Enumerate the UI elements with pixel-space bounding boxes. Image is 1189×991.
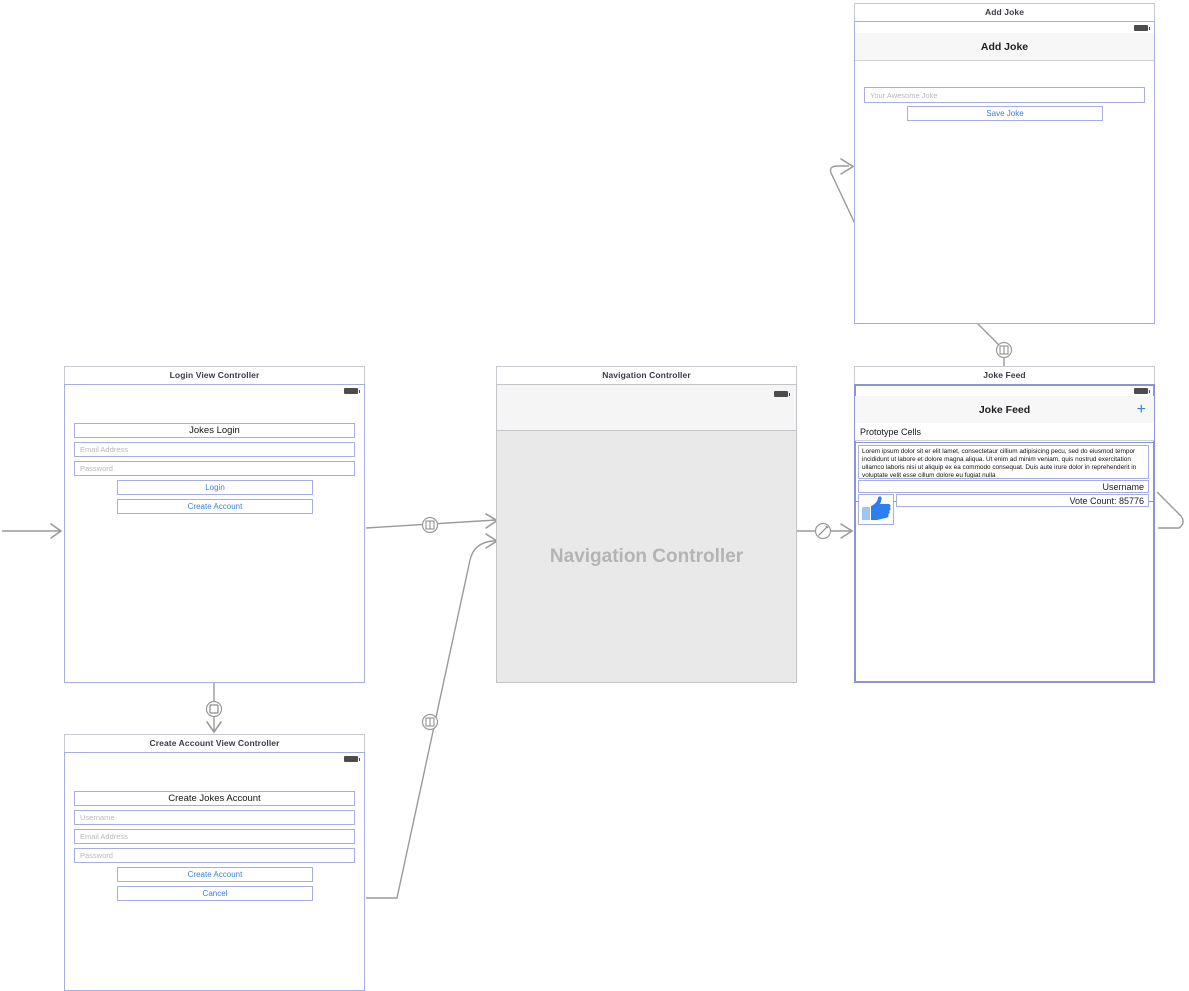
create-account-submit-label: Create Account: [187, 870, 243, 879]
entry-arrowhead: [50, 523, 63, 539]
joke-prototype-cell[interactable]: Lorem ipsum dolor sit er elit lamet, con…: [855, 442, 1154, 525]
create-account-cancel-label: Cancel: [202, 889, 228, 898]
scene-create-account[interactable]: Create Account View Controller Create Jo…: [64, 734, 365, 991]
scene-title-navigation-controller: Navigation Controller: [496, 366, 797, 384]
scene-title-joke-feed: Joke Feed: [854, 366, 1155, 384]
scene-body-add-joke[interactable]: Add Joke Your Awesome Joke Save Joke: [854, 21, 1155, 324]
create-account-cancel-button[interactable]: Cancel: [117, 886, 313, 901]
create-password-field[interactable]: Password: [74, 848, 355, 863]
prototype-cells-label: Prototype Cells: [860, 426, 922, 437]
scene-body-joke-feed[interactable]: Joke Feed + Prototype Cells Lorem ipsum …: [854, 384, 1155, 683]
segue-icon-login-to-nav: [421, 516, 439, 534]
scene-body-navigation-controller[interactable]: Navigation Controller: [496, 384, 797, 683]
login-password-placeholder: Password: [80, 464, 113, 473]
scene-navigation-controller[interactable]: Navigation Controller Navigation Control…: [496, 366, 797, 683]
login-heading: Jokes Login: [74, 423, 355, 438]
modal-arrowhead: [206, 721, 222, 734]
login-email-field[interactable]: Email Address: [74, 442, 355, 457]
scene-joke-feed[interactable]: Joke Feed Joke Feed + Prototype Cells Lo…: [854, 366, 1155, 683]
scene-add-joke[interactable]: Add Joke Add Joke Your Awesome Joke Save…: [854, 3, 1155, 324]
feed-addjoke-arrowhead: [840, 158, 855, 175]
vote-count-box: Vote Count: 85776: [896, 494, 1149, 507]
create-account-submit-button[interactable]: Create Account: [117, 867, 313, 882]
status-bar-login: [65, 385, 364, 396]
navbar-title-joke-feed: Joke Feed: [978, 403, 1031, 416]
battery-icon: [344, 756, 360, 762]
navigation-controller-placeholder-label: Navigation Controller: [549, 545, 744, 567]
username-label: Username: [1102, 481, 1144, 492]
battery-icon: [774, 391, 790, 397]
status-bar-create-account: [65, 753, 364, 764]
login-button[interactable]: Login: [117, 480, 313, 495]
navigation-controller-placeholder: Navigation Controller: [497, 431, 796, 682]
save-joke-button[interactable]: Save Joke: [907, 106, 1103, 121]
create-account-heading-label: Create Jokes Account: [168, 793, 261, 804]
joke-text-field-placeholder: Your Awesome Joke: [870, 90, 938, 100]
navbar-title-add-joke: Add Joke: [980, 40, 1029, 53]
scene-login[interactable]: Login View Controller Jokes Login Email …: [64, 366, 365, 683]
create-email-field[interactable]: Email Address: [74, 829, 355, 844]
scene-body-login[interactable]: Jokes Login Email Address Password Login…: [64, 384, 365, 683]
login-email-placeholder: Email Address: [80, 445, 128, 454]
create-username-placeholder: Username: [80, 813, 115, 822]
vote-count-label: Vote Count: 85776: [1069, 495, 1144, 506]
battery-icon: [1134, 25, 1150, 31]
battery-icon: [344, 388, 360, 394]
battery-icon: [1134, 388, 1150, 394]
scene-title-create-account: Create Account View Controller: [64, 734, 365, 752]
status-bar-joke-feed: [855, 385, 1154, 396]
scene-title-add-joke: Add Joke: [854, 3, 1155, 21]
status-bar-add-joke: [855, 22, 1154, 33]
save-joke-button-label: Save Joke: [986, 109, 1024, 118]
login-button-label: Login: [205, 483, 225, 492]
create-email-placeholder: Email Address: [80, 832, 128, 841]
scene-title-login: Login View Controller: [64, 366, 365, 384]
scene-body-create-account[interactable]: Create Jokes Account Username Email Addr…: [64, 752, 365, 991]
create-account-to-nav-wire: [366, 540, 496, 899]
prototype-cells-header: Prototype Cells: [855, 423, 1154, 441]
thumbs-up-icon[interactable]: [858, 494, 894, 525]
navigation-controller-topbar: [497, 385, 796, 431]
login-to-nav-wire: [365, 519, 497, 529]
feed-to-addjoke-wire-right: [1156, 491, 1184, 529]
navbar-add-joke: Add Joke: [855, 33, 1154, 61]
username-label-box: Username: [858, 480, 1149, 493]
segue-icon-login-to-create: [205, 700, 223, 718]
login-create-account-label: Create Account: [187, 502, 243, 511]
login-heading-label: Jokes Login: [189, 425, 240, 436]
create-account-heading: Create Jokes Account: [74, 791, 355, 806]
joke-text-field[interactable]: Your Awesome Joke: [864, 87, 1145, 103]
add-joke-bar-button-icon[interactable]: +: [1136, 400, 1146, 418]
create-username-field[interactable]: Username: [74, 810, 355, 825]
nav-feed-arrowhead: [840, 523, 854, 539]
segue-icon-feed-to-addjoke: [995, 341, 1013, 359]
create-password-placeholder: Password: [80, 851, 113, 860]
joke-text-label: Lorem ipsum dolor sit er elit lamet, con…: [858, 445, 1149, 479]
login-password-field[interactable]: Password: [74, 461, 355, 476]
login-create-account-button[interactable]: Create Account: [117, 499, 313, 514]
navbar-joke-feed: Joke Feed +: [855, 396, 1154, 424]
segue-icon-create-to-nav: [421, 713, 439, 731]
segue-icon-nav-to-feed: [814, 522, 832, 540]
